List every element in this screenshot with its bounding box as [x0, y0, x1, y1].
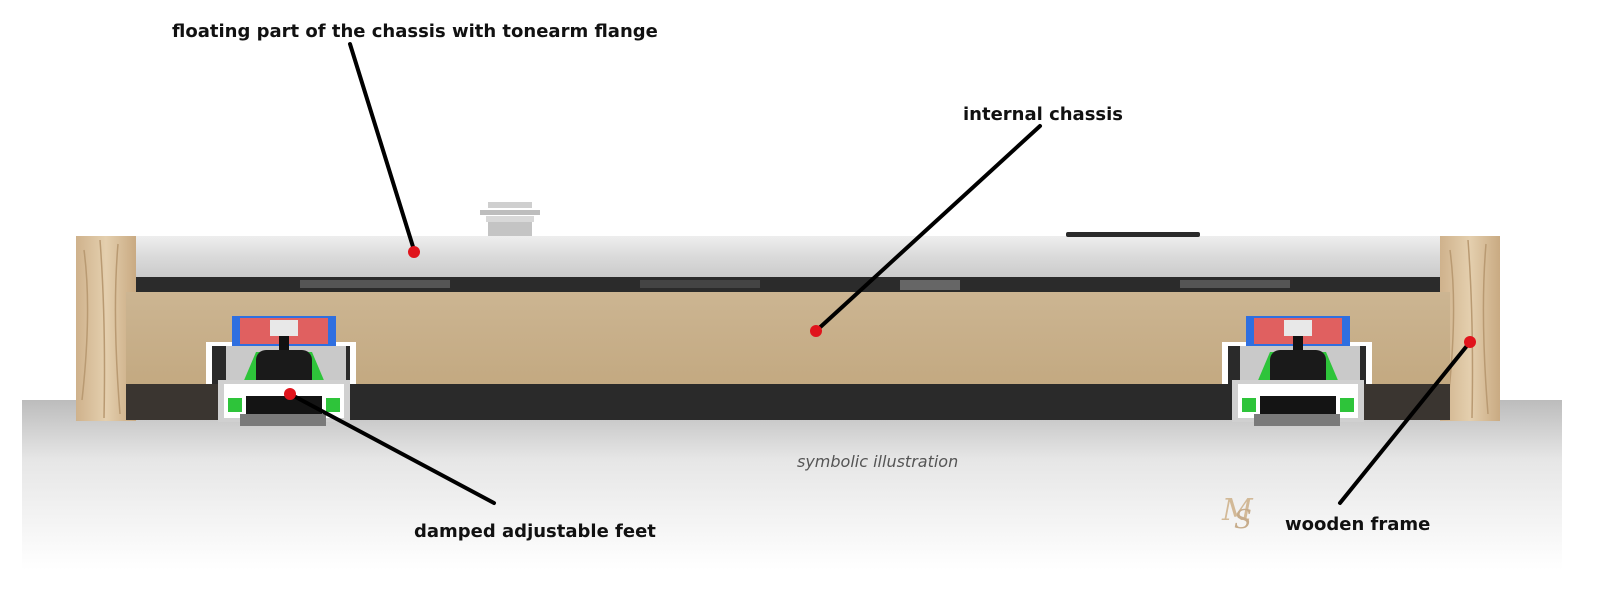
svg-text:M: M	[1221, 493, 1254, 528]
floor-shadow	[22, 400, 1562, 570]
caption-symbolic-illustration: symbolic illustration	[797, 452, 958, 471]
label-damped-feet: damped adjustable feet	[414, 521, 656, 542]
marker-internal-chassis	[810, 325, 822, 337]
damped-foot-left	[206, 316, 356, 426]
marker-wooden-frame	[1464, 336, 1476, 348]
label-wooden-frame: wooden frame	[1285, 514, 1430, 535]
marker-floating-part	[408, 246, 420, 258]
tonearm-flange	[480, 202, 540, 236]
floating-chassis-plate	[136, 236, 1440, 293]
monogram-logo: M S	[1221, 493, 1254, 535]
leader-line-damped-feet	[288, 392, 496, 505]
top-cover-detail	[1066, 232, 1200, 237]
label-floating-part: floating part of the chassis with tonear…	[172, 21, 658, 42]
svg-text:S: S	[1234, 505, 1252, 535]
frame-base-strip-right	[1350, 384, 1450, 420]
marker-damped-feet	[284, 388, 296, 400]
frame-base-strip-left	[126, 384, 226, 420]
label-internal-chassis: internal chassis	[963, 104, 1123, 125]
damped-foot-right	[1222, 316, 1372, 426]
leader-line-wooden-frame	[1338, 340, 1472, 505]
leader-line-internal-chassis	[814, 124, 1042, 333]
leader-line-floating-part	[348, 42, 416, 252]
